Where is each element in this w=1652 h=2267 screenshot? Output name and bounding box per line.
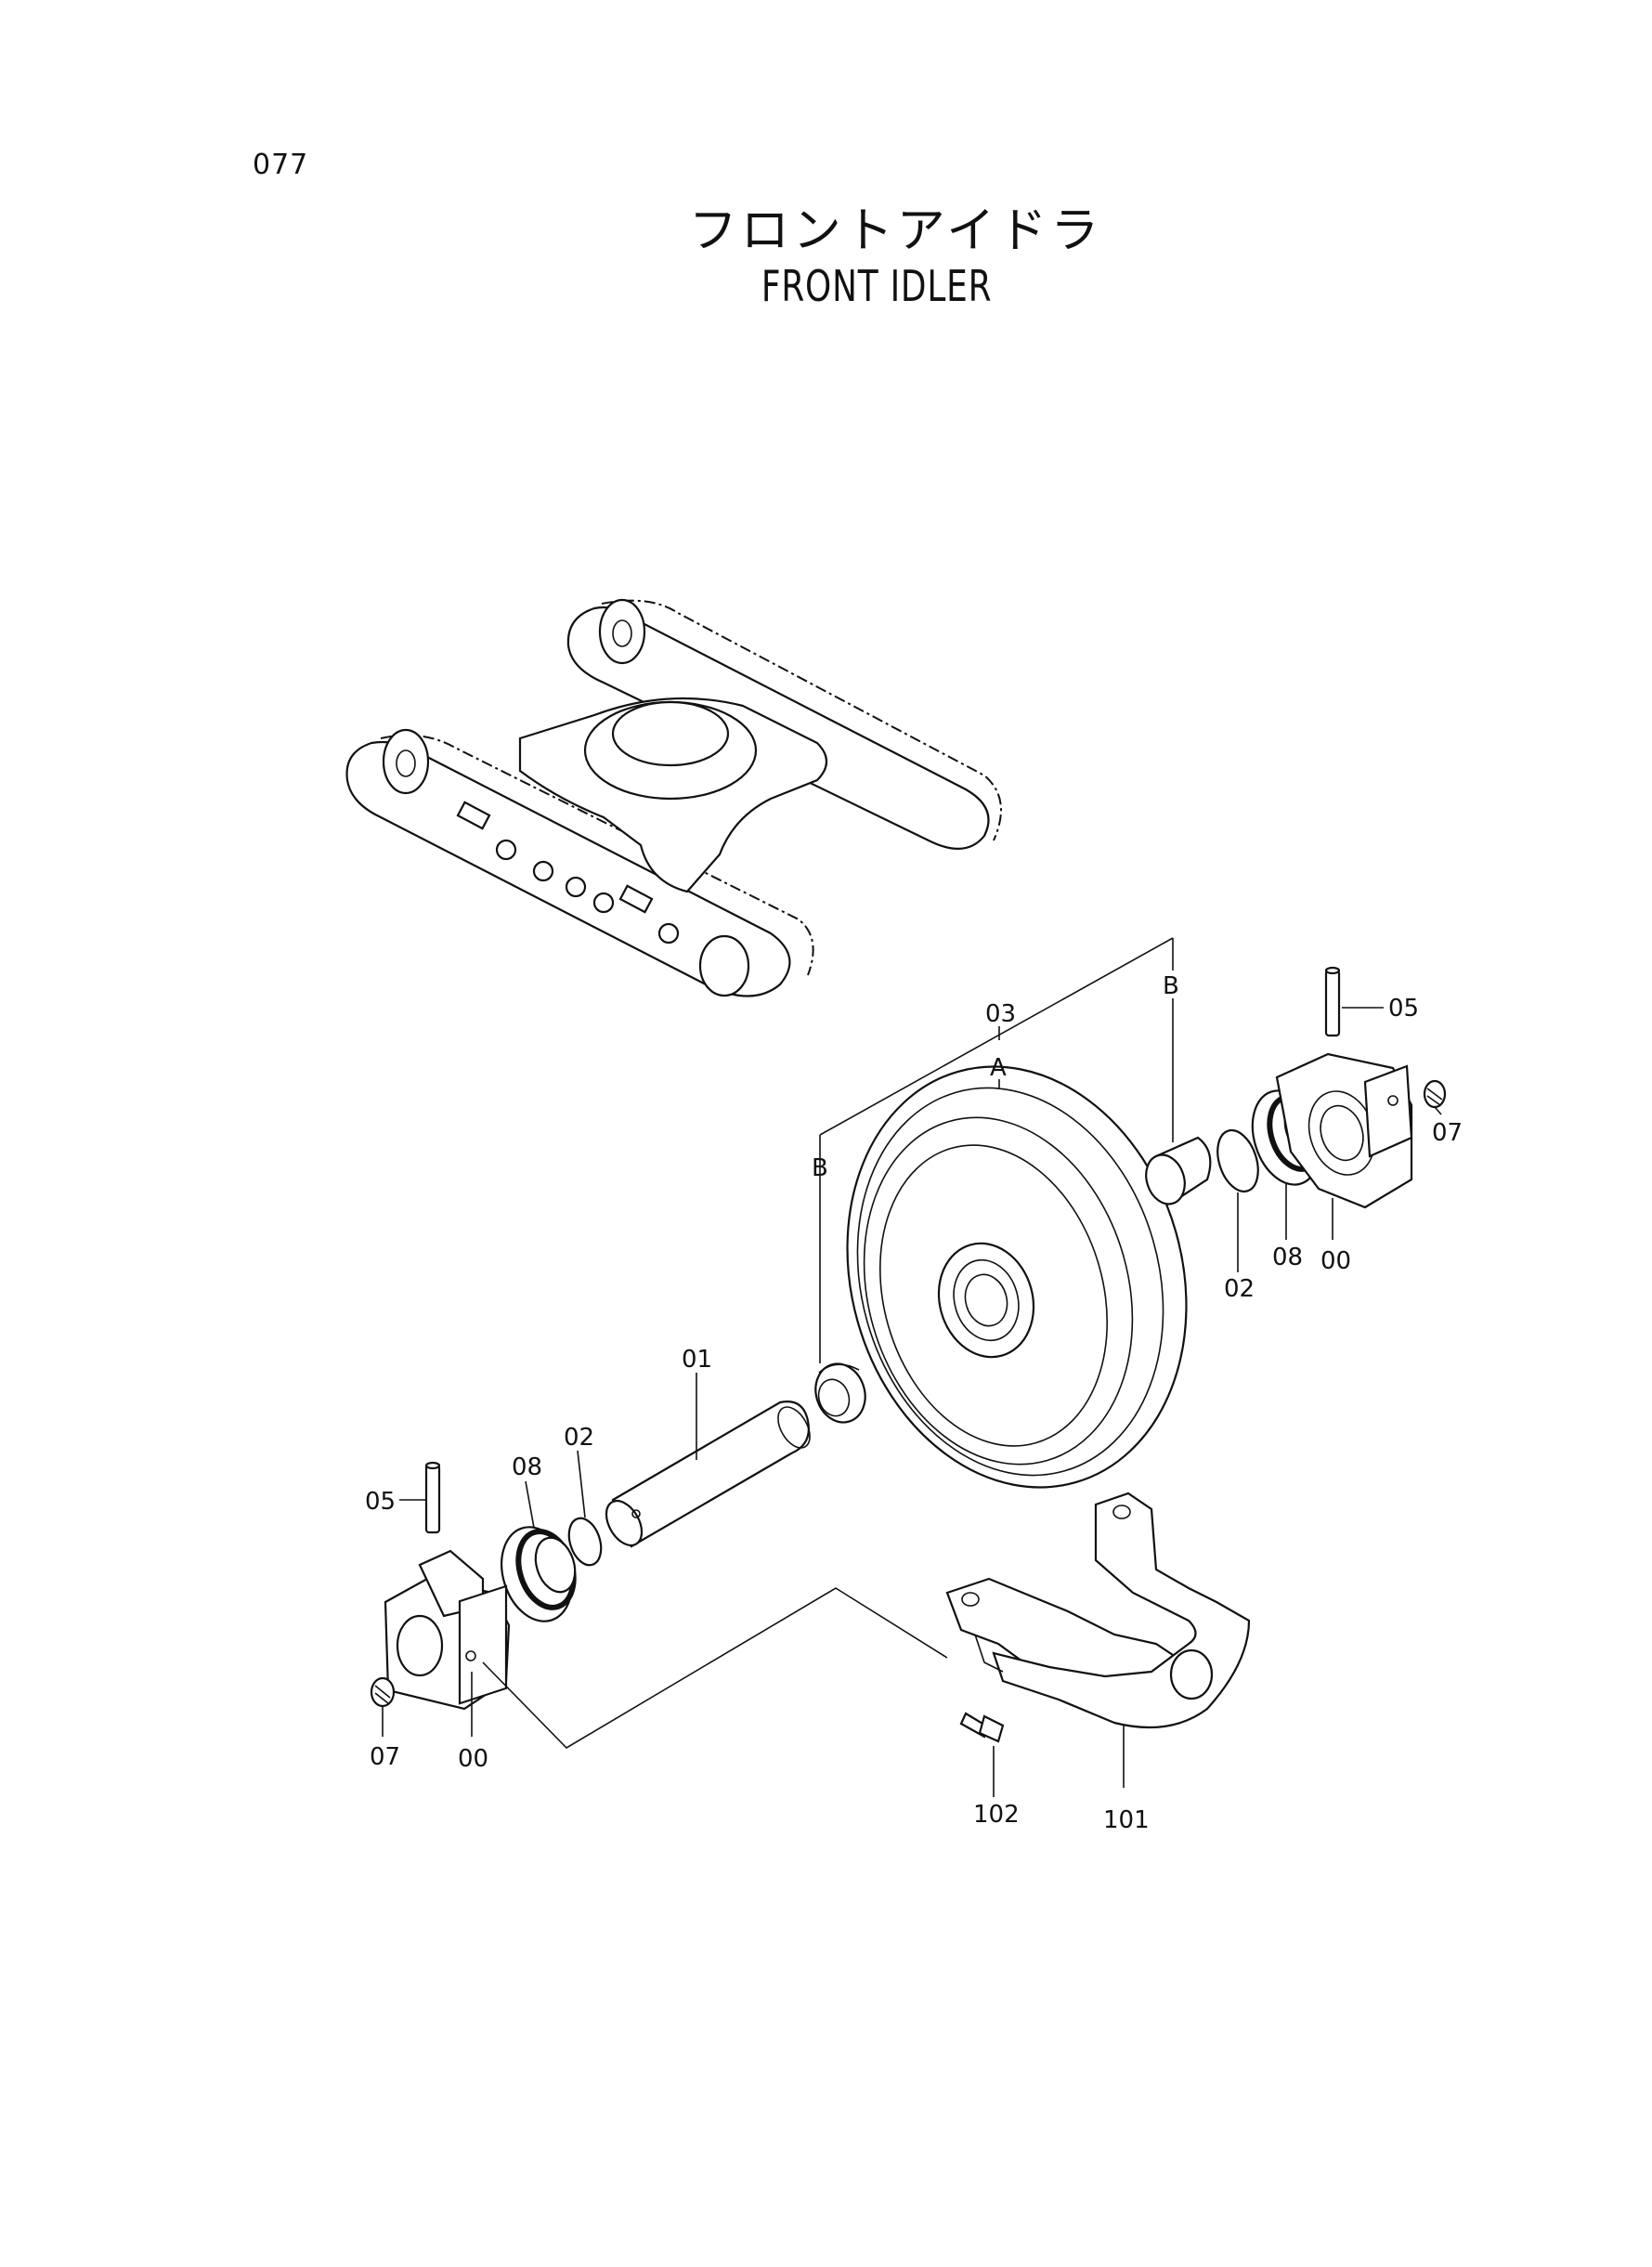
callout-101: 101 [1103,1806,1150,1834]
undercarriage-overview [345,598,1002,997]
page-number: 077 [253,149,309,181]
callout-00-left: 00 [458,1745,488,1773]
idler-wheel-03 [846,1065,1188,1489]
callout-b-top: B [1163,972,1179,1000]
track-rollers [456,801,680,945]
callout-a: A [990,1054,1007,1082]
left-seal-02 [567,1517,603,1567]
sprocket-end [698,934,750,997]
callout-00-right: 00 [1320,1247,1351,1275]
bushing-b-left [814,1362,866,1424]
callout-01: 01 [682,1346,712,1374]
callout-05-left: 05 [365,1488,396,1516]
leader-lines [382,937,1442,1797]
callout-02-right: 02 [1224,1275,1255,1303]
front-idler-wheel [382,728,430,795]
callout-102: 102 [973,1801,1020,1829]
callout-08-right: 08 [1272,1244,1303,1271]
callout-b-left: B [812,1154,828,1182]
title-japanese: フロントアイドラ [688,203,1103,259]
track-loop-rear-dash [601,599,1002,841]
rear-idler-hub [612,619,632,647]
title-block: フロントアイドラ FRONT IDLER [0,202,1652,312]
callout-02-left: 02 [564,1424,594,1452]
right-seal-02 [1216,1128,1259,1193]
callout-07-left: 07 [370,1743,400,1771]
idler-yoke-101 [945,1492,1251,1729]
left-floating-seal-08 [501,1526,577,1622]
callout-08-left: 08 [512,1453,542,1481]
bolt-102 [959,1712,1005,1743]
bushing-b-right [1145,1136,1212,1205]
callout-05-right: 05 [1388,995,1419,1023]
callout-07-right: 07 [1432,1119,1463,1147]
title-english: FRONT IDLER [761,261,993,311]
rear-idler-wheel [598,598,646,665]
idler-shaft-01 [605,1401,811,1548]
left-pin-05 [424,1461,441,1534]
callout-03: 03 [985,1000,1016,1028]
callout-labels: 03 A B B 05 07 08 00 02 01 02 08 05 07 0… [365,972,1463,1834]
right-pin-05 [1324,966,1341,1037]
right-support-bracket-00 [1275,1052,1413,1209]
left-plug-07 [370,1676,396,1708]
right-plug-07 [1423,1079,1447,1109]
swing-bearing-top [611,700,730,767]
left-support-bracket-00 [384,1549,511,1711]
front-idler-hub [396,749,416,777]
